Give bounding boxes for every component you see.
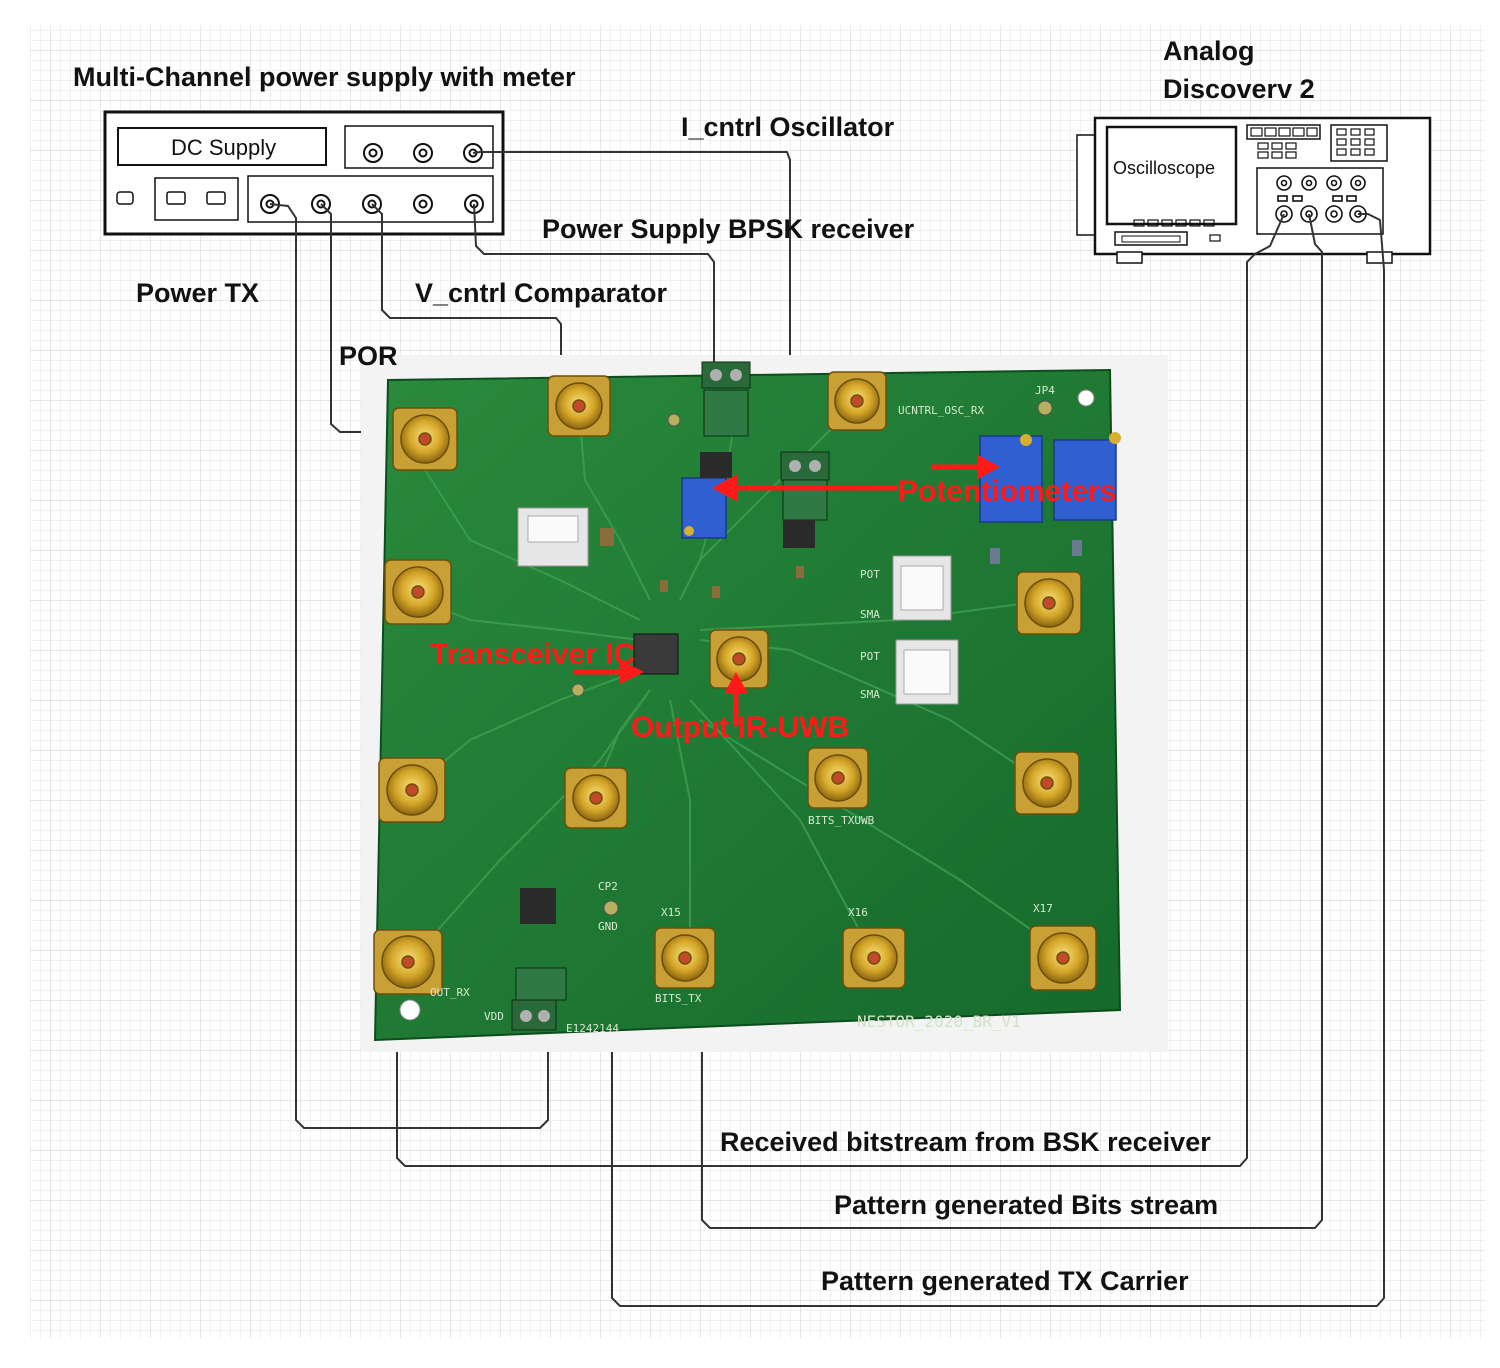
annotation-arrows (574, 455, 1000, 726)
por-label: POR (339, 341, 398, 371)
dc-supply-label: DC Supply (171, 135, 276, 160)
svg-text:X17: X17 (1033, 902, 1053, 915)
wire-pattern-bits (701, 213, 1323, 1229)
wire-v-cntrl-comparator (371, 203, 562, 355)
potentiometers-annotation: Potentiometers (898, 475, 1117, 508)
svg-text:VDD: VDD (484, 1010, 504, 1023)
sma-connector (378, 757, 446, 823)
output-ir-uwb-annotation: Output IR-UWB (631, 711, 850, 744)
v-cntrl-comparator-label: V_cntrl Comparator (415, 278, 668, 308)
wire-por (320, 203, 361, 433)
analog-discovery (1076, 116, 1432, 264)
svg-text:E1242144: E1242144 (566, 1022, 619, 1035)
svg-text:X16: X16 (848, 906, 868, 919)
svg-text:GND: GND (598, 920, 618, 933)
received-bitstream-label: Received bitstream from BSK receiver (720, 1127, 1211, 1157)
sma-connector (1016, 571, 1082, 635)
board-name-silkscreen: NESTOR_2020_BR_V1 (857, 1012, 1021, 1031)
wire-power-tx (269, 203, 549, 1129)
pattern-tx-label: Pattern generated TX Carrier (821, 1266, 1189, 1296)
svg-text:BITS_TX: BITS_TX (655, 992, 702, 1005)
sma-connector (842, 927, 906, 989)
sma-connector (1029, 925, 1097, 991)
pcb-board: UCNTRL_OSC_RX JP4 POT SMA POT SMA BITS_T… (361, 355, 1168, 1052)
sma-connector (384, 559, 452, 625)
sma-connector (547, 375, 611, 437)
svg-text:BITS_TXUWB: BITS_TXUWB (808, 814, 875, 827)
potentiometer-parts (681, 432, 1121, 539)
i-cntrl-oscillator-label: I_cntrl Oscillator (681, 112, 895, 142)
analog-discovery-title-line2: Discoverv 2 (1163, 74, 1315, 104)
svg-text:SMA: SMA (860, 688, 880, 701)
sma-connector (1014, 751, 1080, 815)
sma-connector (564, 767, 628, 829)
svg-text:POT: POT (860, 568, 880, 581)
ic-components (520, 452, 1082, 924)
power-tx-label: Power TX (136, 278, 260, 308)
sma-connector (709, 629, 769, 689)
svg-text:JP4: JP4 (1035, 384, 1055, 397)
analog-discovery-title-line1: Analog (1163, 36, 1255, 66)
sma-connector (373, 929, 443, 995)
wiring (269, 151, 1385, 1307)
transceiver-ic-annotation: Transceiver IC (430, 638, 636, 671)
wire-received-bitstream (396, 213, 1285, 1167)
header-blocks (511, 361, 959, 1031)
wire-pattern-tx (611, 213, 1385, 1307)
svg-text:SMA: SMA (860, 608, 880, 621)
wire-power-supply-bpsk (473, 203, 715, 362)
svg-text:UCNTRL_OSC_RX: UCNTRL_OSC_RX (898, 404, 984, 417)
svg-text:OUT_RX: OUT_RX (430, 986, 470, 999)
sma-connector (807, 747, 869, 809)
wire-i-cntrl-oscillator (472, 151, 791, 355)
power-supply-bpsk-label: Power Supply BPSK receiver (542, 214, 915, 244)
pattern-bits-label: Pattern generated Bits stream (834, 1190, 1219, 1220)
svg-text:POT: POT (860, 650, 880, 663)
sma-connector (654, 927, 716, 989)
power-supply-title: Multi-Channel power supply with meter (73, 62, 576, 92)
sma-connector (827, 371, 887, 431)
svg-text:CP2: CP2 (598, 880, 618, 893)
svg-text:X15: X15 (661, 906, 681, 919)
oscilloscope-label: Oscilloscope (1113, 158, 1215, 178)
sma-connector (392, 407, 458, 471)
dc-power-supply (103, 110, 505, 236)
